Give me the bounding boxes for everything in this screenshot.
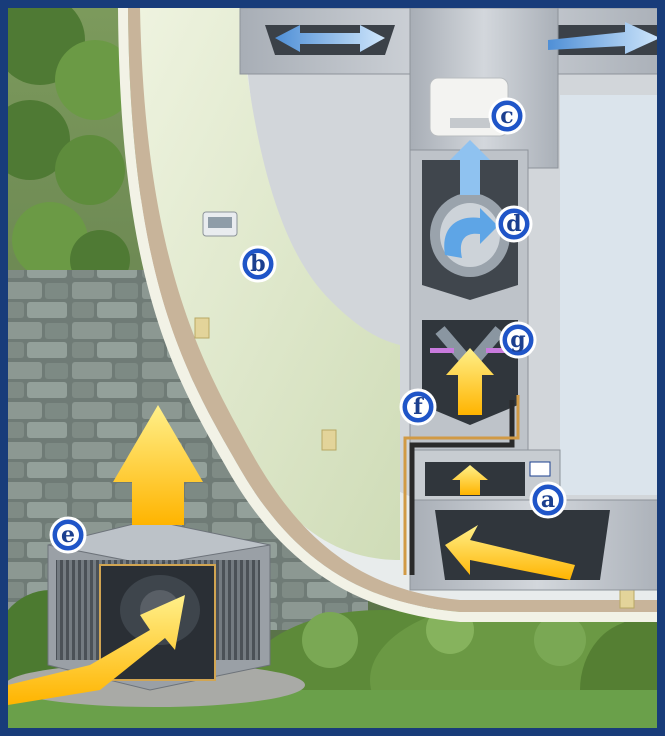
callout-c: c xyxy=(490,99,524,133)
svg-text:f: f xyxy=(413,394,424,420)
callout-f: f xyxy=(401,390,435,424)
interior-window xyxy=(560,95,665,495)
callout-b: b xyxy=(241,247,275,281)
svg-text:e: e xyxy=(61,522,75,548)
callout-d: d xyxy=(497,207,531,241)
svg-text:g: g xyxy=(510,327,525,353)
svg-text:c: c xyxy=(500,103,513,129)
callout-g: g xyxy=(501,323,535,357)
callout-a: a xyxy=(531,483,565,517)
svg-text:b: b xyxy=(250,251,265,277)
svg-text:d: d xyxy=(506,211,521,237)
thermostat-icon xyxy=(203,212,237,236)
svg-text:a: a xyxy=(541,487,555,513)
callout-e: e xyxy=(51,518,85,552)
